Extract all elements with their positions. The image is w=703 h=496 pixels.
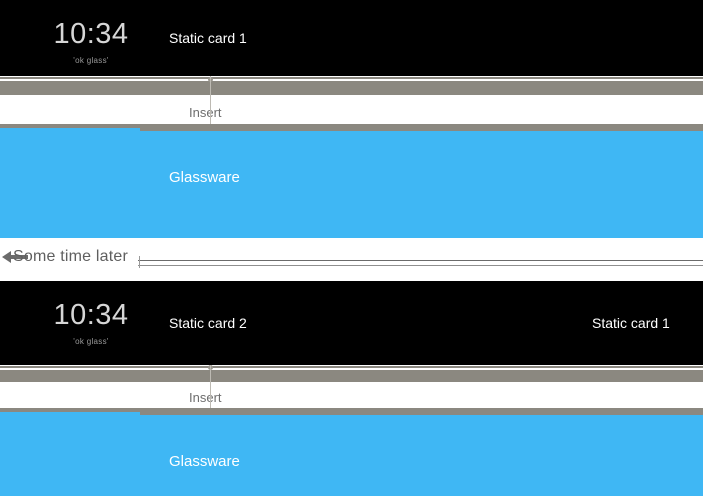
rail-lower-band-after	[0, 408, 703, 415]
rail-top-white-line-after	[0, 365, 703, 366]
rail-lower-blue-stub	[0, 128, 140, 131]
divider-rule-upper	[138, 260, 703, 261]
timeline-card-row-after: 10:34 'ok glass' Static card 2 Static ca…	[0, 281, 703, 365]
rail-lower-band	[0, 124, 703, 131]
glassware-label-after: Glassware	[169, 453, 240, 470]
rail-insert-tick-after	[210, 365, 211, 382]
rail-top-white-line	[0, 76, 703, 77]
insert-label: Insert	[189, 105, 222, 120]
glassware-label: Glassware	[169, 169, 240, 186]
divider-rule-lower	[138, 265, 703, 266]
glass-clock-time: 10:34	[53, 18, 129, 50]
rail-insert-tick	[210, 76, 211, 95]
rail-main-band	[0, 81, 703, 95]
insert-guide-tick	[210, 95, 211, 124]
rail-upper-band	[0, 77, 703, 79]
divider-band: Some time later	[0, 238, 703, 281]
static-card-1-label-after: Static card 1	[592, 315, 670, 331]
glassware-row: Glassware	[0, 131, 703, 238]
static-card-1-label: Static card 1	[169, 30, 247, 46]
glass-clock-hint: 'ok glass'	[73, 56, 109, 65]
divider-rule-cap	[139, 256, 140, 268]
rail-lower-blue-stub-after	[0, 412, 140, 415]
insert-gap: Insert	[0, 95, 703, 124]
rail-left-white-notch	[0, 79, 210, 81]
divider-label: Some time later	[13, 248, 129, 265]
rail-left-white-notch-after	[0, 368, 210, 370]
glass-clock-time-after: 10:34	[53, 299, 129, 331]
static-card-2-label: Static card 2	[169, 315, 247, 331]
arrow-left-icon	[2, 250, 28, 264]
insert-guide-tick-after	[210, 382, 211, 408]
timeline-card-row: 10:34 'ok glass' Static card 1	[0, 0, 703, 76]
glass-clock-hint-after: 'ok glass'	[73, 337, 109, 346]
rail-upper-band-after	[0, 366, 703, 368]
glassware-row-after: Glassware	[0, 415, 703, 496]
insert-label-after: Insert	[189, 390, 222, 405]
insert-gap-after: Insert	[0, 382, 703, 408]
rail-main-band-after	[0, 370, 703, 382]
